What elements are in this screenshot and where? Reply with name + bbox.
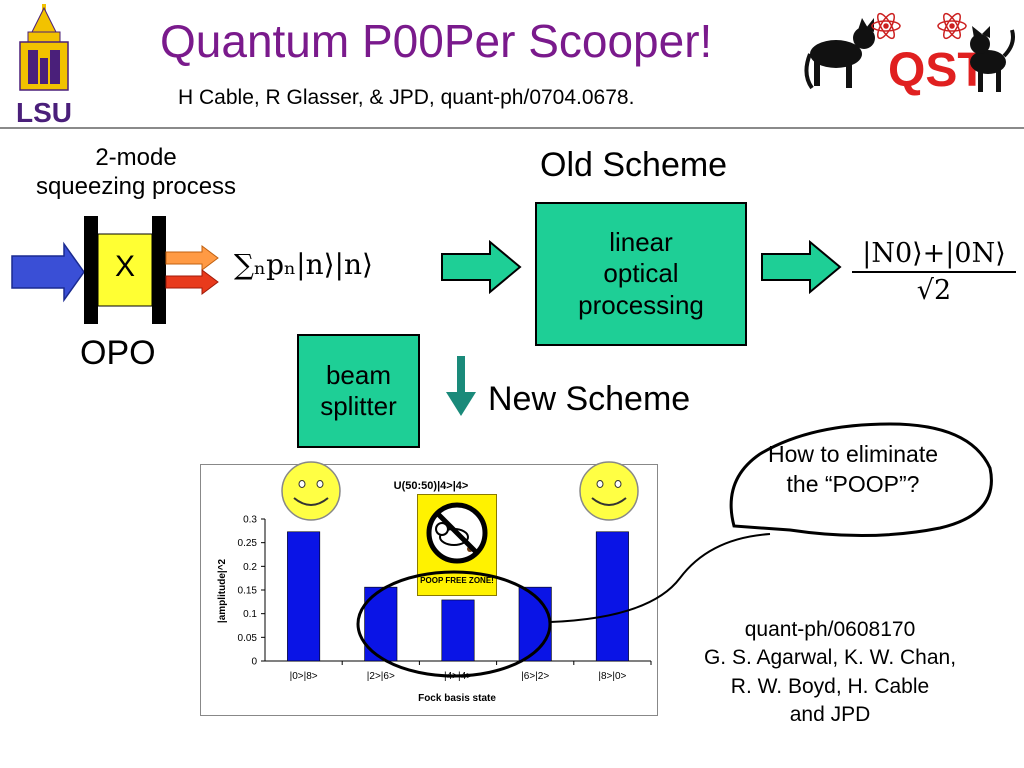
- chart-x-tick-label: |8>|0>: [598, 671, 626, 682]
- cat-left-icon: [804, 18, 875, 90]
- chart-x-tick-label: |0>|8>: [290, 671, 318, 682]
- no-dog-icon: [426, 502, 488, 564]
- chart-bar: [518, 586, 552, 662]
- opo-label: OPO: [80, 334, 156, 372]
- chart-title: U(50:50)|4>|4>: [394, 480, 469, 492]
- linear-optical-processing-box: linear optical processing: [535, 202, 747, 346]
- reference-line: and JPD: [789, 703, 871, 727]
- smiley-face-left-icon: [281, 461, 341, 521]
- two-mode-state-expression: ∑ₙpₙ|n⟩|n⟩: [234, 248, 373, 281]
- chart-y-tick-label: 0.25: [238, 538, 258, 549]
- output-arrow-lower: [165, 269, 219, 295]
- citation-subtitle: H Cable, R Glasser, & JPD, quant-ph/0704…: [178, 86, 635, 109]
- highlight-ellipse: [356, 570, 552, 678]
- chart-bar: [441, 599, 475, 662]
- output-arrow-upper: [165, 245, 219, 271]
- reference-line: R. W. Boyd, H. Cable: [730, 674, 930, 698]
- down-arrow-icon: [446, 356, 476, 416]
- smiley-face-right-icon: [579, 461, 639, 521]
- chart-y-tick-label: 0.2: [243, 562, 257, 573]
- chart-y-tick-label: 0.1: [243, 609, 257, 620]
- atom-icon: [871, 12, 901, 40]
- lsu-logo-text: LSU: [16, 97, 72, 126]
- noon-denominator: √2: [916, 275, 952, 307]
- speech-bubble: [729, 422, 993, 538]
- qst-logo: QST: [804, 12, 1015, 97]
- callout-line: the “POOP”?: [786, 470, 920, 497]
- callout-text: How to eliminate the “POOP”?: [730, 440, 976, 518]
- chart-bar: [595, 531, 629, 662]
- input-arrow: [11, 241, 85, 303]
- callout-connector: [549, 533, 771, 623]
- arrow-to-noon-state: [761, 240, 842, 294]
- box-line: linear: [609, 227, 673, 258]
- callout-overlay: [356, 422, 993, 678]
- process-label-line: 2-mode: [95, 144, 177, 171]
- chart-bar: [287, 531, 321, 662]
- box-line: processing: [578, 289, 704, 320]
- opo-mirror-left: [84, 216, 98, 324]
- beam-splitter-box: beam splitter: [297, 334, 420, 448]
- callout-line: How to eliminate: [767, 441, 939, 467]
- process-label-line: squeezing process: [35, 172, 237, 200]
- chart-x-tick-label: |2>|6>: [367, 671, 395, 682]
- sign-text: POOP FREE ZONE!: [420, 576, 494, 585]
- atom-icon: [937, 12, 967, 40]
- tower-icon: [19, 4, 69, 91]
- new-scheme-label: New Scheme: [488, 380, 691, 418]
- chart-canvas: U(50:50)|4>|4> |amplitude|^2 Fock basis …: [217, 480, 652, 704]
- chart-y-tick-label: 0.05: [238, 633, 258, 644]
- nonlinear-crystal: [97, 233, 153, 307]
- reference-line: quant-ph/0608170: [744, 618, 916, 641]
- reference-line: G. S. Agarwal, K. W. Chan,: [703, 646, 957, 670]
- arrow-to-old-scheme: [441, 240, 522, 294]
- header-divider: [0, 127, 1024, 129]
- noon-state-expression: |N0⟩+|0N⟩ √2: [848, 238, 1020, 306]
- old-scheme-label: Old Scheme: [540, 146, 728, 184]
- chart-y-tick-label: 0: [251, 657, 257, 668]
- box-line: beam: [325, 359, 392, 390]
- cat-right-icon: [970, 26, 1015, 92]
- lsu-logo: LSU: [16, 4, 72, 126]
- chart-x-tick-label: |6>|2>: [521, 671, 549, 682]
- page-title: Quantum P00Per Scooper!: [160, 15, 713, 67]
- chart-x-axis-label: Fock basis state: [418, 693, 496, 704]
- box-line: optical: [603, 258, 679, 289]
- process-label: 2-mode squeezing process: [0, 144, 272, 202]
- noon-numerator: |N0⟩+|0N⟩: [862, 238, 1006, 269]
- chart-y-tick-label: 0.15: [238, 586, 258, 597]
- poop-free-zone-sign: POOP FREE ZONE!: [417, 494, 497, 596]
- opo-mirror-right: [152, 216, 166, 324]
- qst-logo-text: QST: [888, 44, 987, 97]
- reference-citation: quant-ph/0608170 G. S. Agarwal, K. W. Ch…: [660, 616, 1000, 729]
- opo-diagram: [11, 216, 219, 324]
- box-line: splitter: [320, 391, 397, 421]
- chart-y-tick-label: 0.3: [243, 515, 257, 526]
- crystal-label: X: [114, 250, 135, 283]
- fraction-bar: [852, 271, 1016, 274]
- chart-y-axis-label: |amplitude|^2: [217, 558, 228, 623]
